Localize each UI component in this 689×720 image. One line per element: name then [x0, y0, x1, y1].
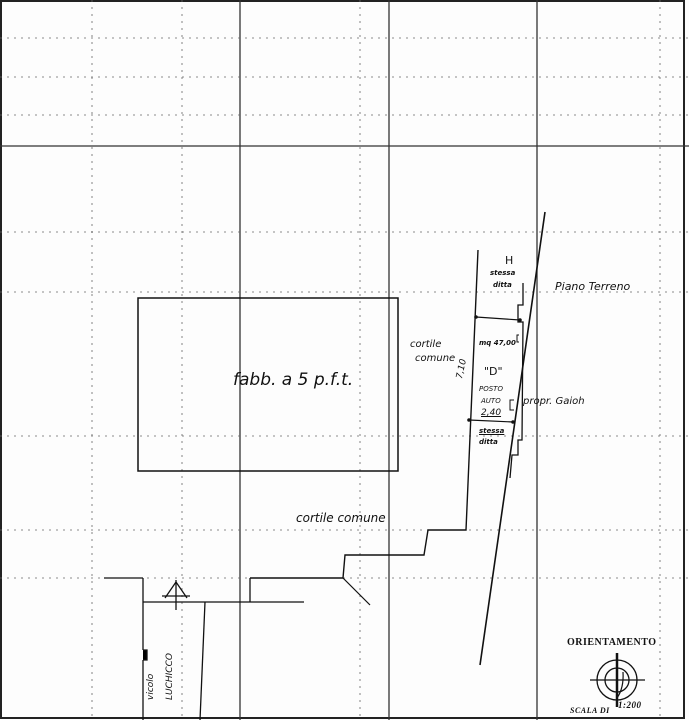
courtyard-upper-label-2: comune [415, 353, 456, 364]
courtyard-upper-label-1: cortile [410, 339, 442, 350]
same-ditta-bottom-2: ditta [479, 438, 498, 446]
width-dimension: 2,40 [481, 408, 502, 418]
neighbor-label: propr. Gaioh [523, 396, 585, 407]
courtyard-boundary [250, 249, 479, 579]
street-vicolo [104, 577, 304, 720]
posto-label-2: AUTO [481, 397, 501, 405]
posto-label-1: POSTO [479, 385, 503, 393]
same-ditta-top-1: stessa [490, 269, 516, 277]
scale-value: 1:200 [618, 700, 642, 710]
street-label-2: LUCHICCO [165, 653, 175, 700]
floor-label: Piano Terreno [555, 280, 631, 293]
unit-id-label: "D" [484, 365, 503, 378]
unit-inner-wall [509, 283, 524, 479]
courtyard-lower-label: cortile comune [296, 511, 386, 525]
area-label: mq 47,00 [479, 339, 516, 347]
compass-rose [590, 653, 645, 707]
building-label: fabb. a 5 p.f.t. [233, 370, 354, 390]
orientation-title: ORIENTAMENTO [567, 637, 657, 648]
boundary-wall [479, 211, 546, 666]
scale-label: SCALA DI [570, 706, 610, 715]
unit-letter-label: H [505, 254, 514, 267]
same-ditta-bottom-1: stessa [479, 427, 505, 435]
building-outline [137, 297, 399, 472]
street-label-1: vicolo [146, 673, 156, 700]
same-ditta-top-2: ditta [493, 281, 512, 289]
